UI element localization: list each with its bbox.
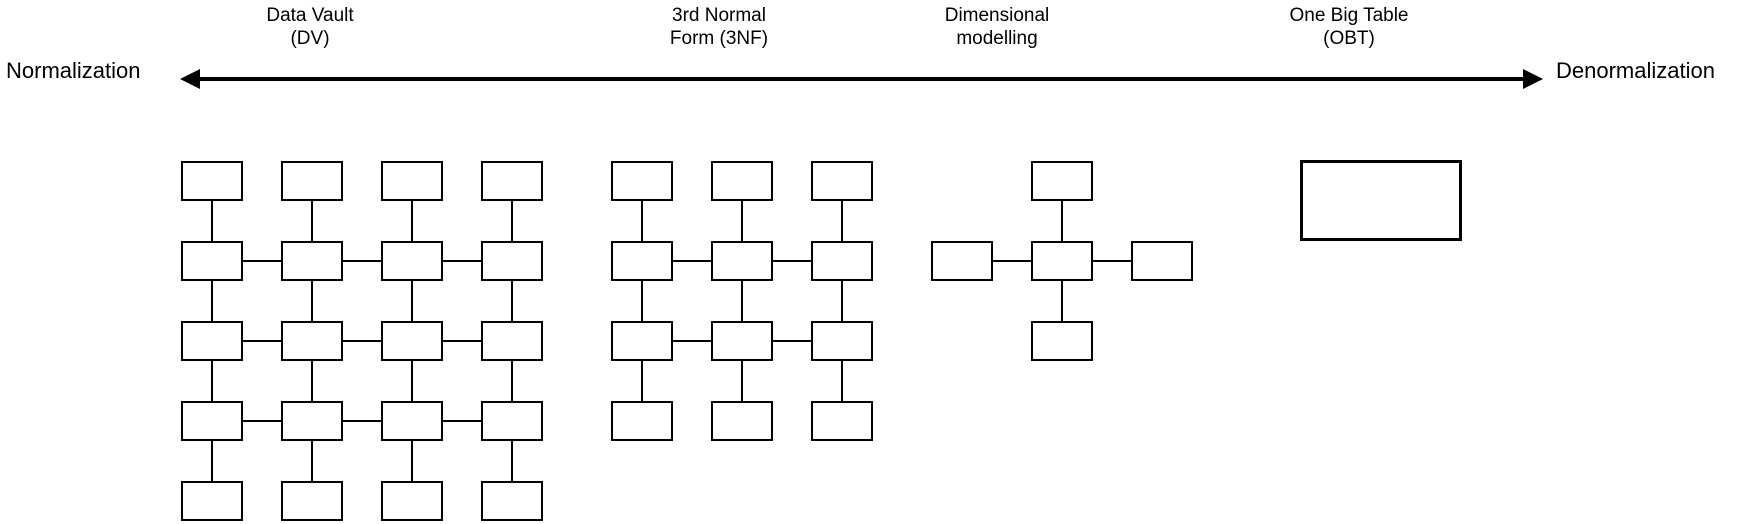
table-box [611,241,673,281]
table-box [481,161,543,201]
relationship-connector [243,260,281,262]
relationship-connector [311,201,313,241]
relationship-connector [641,201,643,241]
relationship-connector [211,361,213,401]
table-box [1031,321,1093,361]
relationship-connector [1061,201,1063,241]
denormalization-label: Denormalization [1556,58,1715,83]
relationship-connector [443,340,481,342]
relationship-connector [773,340,811,342]
table-box [811,401,873,441]
table-box [611,321,673,361]
relationship-connector [243,340,281,342]
arrow-right-head-icon [1523,69,1543,89]
table-box [181,161,243,201]
table-box [1031,161,1093,201]
table-box [711,401,773,441]
relationship-connector [993,260,1031,262]
relationship-connector [841,361,843,401]
method-label-one-big-table: One Big Table (OBT) [1289,5,1409,49]
relationship-connector [443,420,481,422]
table-box [381,401,443,441]
table-box [381,161,443,201]
relationship-connector [343,420,381,422]
relationship-connector [411,361,413,401]
relationship-connector [741,281,743,321]
relationship-connector [841,281,843,321]
relationship-connector [511,361,513,401]
method-label-third-normal-form: 3rd Normal Form (3NF) [669,5,769,49]
table-box [811,321,873,361]
table-box [381,481,443,521]
table-box [481,401,543,441]
table-box [481,241,543,281]
table-box [811,161,873,201]
table-box [481,321,543,361]
relationship-connector [511,441,513,481]
table-box [711,161,773,201]
relationship-connector [741,361,743,401]
table-box [281,161,343,201]
table-box [931,241,993,281]
relationship-connector [511,281,513,321]
method-label-dimensional-modelling: Dimensional modelling [944,5,1050,49]
relationship-connector [673,260,711,262]
relationship-connector [1093,260,1131,262]
relationship-connector [741,201,743,241]
relationship-connector [211,441,213,481]
relationship-connector [673,340,711,342]
table-box [811,241,873,281]
arrow-left-head-icon [180,69,200,89]
table-box [611,401,673,441]
table-box [181,321,243,361]
normalization-label: Normalization [6,58,141,83]
table-box [281,241,343,281]
relationship-connector [411,281,413,321]
table-box [1031,241,1093,281]
relationship-connector [211,201,213,241]
table-box [481,481,543,521]
table-box [1300,160,1462,241]
table-box [281,321,343,361]
relationship-connector [511,201,513,241]
relationship-connector [343,340,381,342]
table-box [281,481,343,521]
table-box [381,321,443,361]
spectrum-arrow-line [195,77,1528,81]
method-label-data-vault: Data Vault (DV) [266,5,354,49]
table-box [181,401,243,441]
relationship-connector [343,260,381,262]
table-box [281,401,343,441]
table-box [181,481,243,521]
table-box [381,241,443,281]
relationship-connector [1061,281,1063,321]
table-box [181,241,243,281]
relationship-connector [641,281,643,321]
relationship-connector [411,441,413,481]
relationship-connector [211,281,213,321]
relationship-connector [443,260,481,262]
relationship-connector [311,361,313,401]
relationship-connector [411,201,413,241]
table-box [611,161,673,201]
relationship-connector [311,281,313,321]
table-box [711,321,773,361]
relationship-connector [773,260,811,262]
relationship-connector [641,361,643,401]
relationship-connector [841,201,843,241]
relationship-connector [243,420,281,422]
table-box [711,241,773,281]
relationship-connector [311,441,313,481]
table-box [1131,241,1193,281]
